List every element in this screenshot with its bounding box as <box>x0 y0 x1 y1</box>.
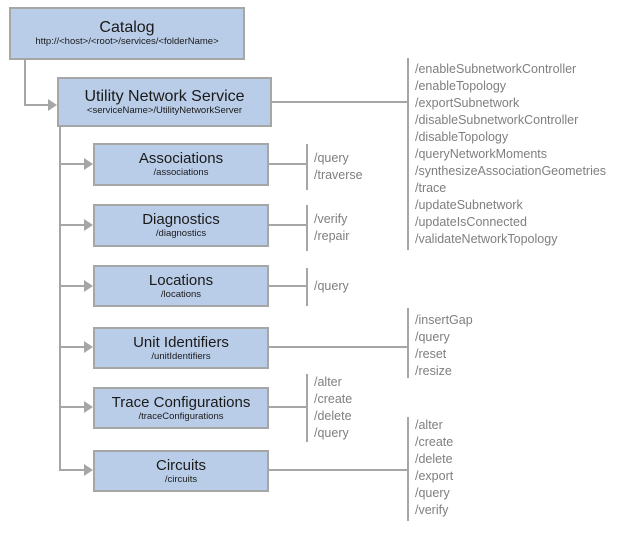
operation-item: /query <box>314 426 349 440</box>
locations-node: Locations /locations <box>93 265 269 307</box>
operation-item: /export <box>415 469 454 483</box>
bracket-locations-ops <box>306 268 308 306</box>
branch-circuits <box>59 469 85 471</box>
associations-path: /associations <box>153 167 209 178</box>
operation-item: /repair <box>314 229 350 243</box>
operation-item: /exportSubnetwork <box>415 96 520 110</box>
circuits-title: Circuits <box>155 456 206 474</box>
trace-configurations-node: Trace Configurations /traceConfiguration… <box>93 387 269 429</box>
arrowhead-locations-icon <box>84 280 93 292</box>
trace-configurations-path: /traceConfigurations <box>138 410 224 422</box>
service-node: Utility Network Service <serviceName>/Ut… <box>57 77 272 127</box>
operation-item: /query <box>314 279 349 293</box>
catalog-title: Catalog <box>99 19 155 36</box>
branch-diagnostics <box>59 224 85 226</box>
operation-item: /create <box>314 392 353 406</box>
unit-identifiers-path: /unitIdentifiers <box>151 350 211 362</box>
operation-item: /enableTopology <box>415 79 507 93</box>
locations-title: Locations <box>148 271 214 289</box>
unit-identifiers-operations-list: /insertGap /query /reset /resize <box>415 312 473 380</box>
bracket-associations-ops <box>306 144 308 190</box>
operation-item: /insertGap <box>415 313 473 327</box>
trace-configurations-title: Trace Configurations <box>111 393 251 411</box>
circuits-path: /circuits <box>164 473 198 485</box>
operation-item: /trace <box>415 181 447 195</box>
diagnostics-node: Diagnostics /diagnostics <box>93 204 269 247</box>
arrowhead-circuits-icon <box>84 464 93 476</box>
operation-item: /delete <box>314 409 352 423</box>
arrowhead-trace-configurations-icon <box>84 401 93 413</box>
associations-operations-list: /query /traverse <box>314 150 363 184</box>
service-operations-list: /enableSubnetworkController /enableTopol… <box>415 61 606 248</box>
operation-item: /traverse <box>314 168 363 182</box>
operation-item: /queryNetworkMoments <box>415 147 547 161</box>
associations-title: Associations <box>138 150 224 167</box>
trace-configurations-operations-list: /alter /create /delete /query <box>314 374 352 442</box>
diagnostics-operations-list: /verify /repair <box>314 211 349 245</box>
operation-item: /validateNetworkTopology <box>415 232 558 246</box>
connector-catalog-horizontal <box>24 104 49 106</box>
connector-trace-configurations-ops <box>269 406 307 408</box>
bracket-unit-identifiers-ops <box>407 308 409 378</box>
associations-node: Associations /associations <box>93 143 269 186</box>
operation-item: /verify <box>415 503 449 517</box>
operation-item: /updateIsConnected <box>415 215 527 229</box>
operation-item: /updateSubnetwork <box>415 198 523 212</box>
bracket-circuits-ops <box>407 417 409 521</box>
branch-trace-configurations <box>59 406 85 408</box>
unit-identifiers-title: Unit Identifiers <box>133 333 229 351</box>
bracket-service-ops <box>407 58 409 250</box>
operation-item: /disableSubnetworkController <box>415 113 579 127</box>
service-title: Utility Network Service <box>84 87 245 105</box>
operation-item: /enableSubnetworkController <box>415 62 577 76</box>
operation-item: /delete <box>415 452 453 466</box>
circuits-operations-list: /alter /create /delete /export /query /v… <box>415 417 453 519</box>
operation-item: /synthesizeAssociationGeometries <box>415 164 607 178</box>
connector-service-ops <box>272 101 408 103</box>
unit-identifiers-node: Unit Identifiers /unitIdentifiers <box>93 327 269 369</box>
connector-associations-ops <box>269 163 307 165</box>
branch-unit-identifiers <box>59 346 85 348</box>
branch-locations <box>59 285 85 287</box>
arrowhead-diagnostics-icon <box>84 219 93 231</box>
operation-item: /resize <box>415 364 452 378</box>
bracket-trace-configurations-ops <box>306 374 308 442</box>
service-path: <serviceName>/UtilityNetworkServer <box>86 104 243 116</box>
connector-diagnostics-ops <box>269 224 307 226</box>
bracket-diagnostics-ops <box>306 205 308 251</box>
diagnostics-path: /diagnostics <box>155 228 207 239</box>
connector-unit-identifiers-ops <box>269 346 408 348</box>
operation-item: /query <box>314 151 349 165</box>
locations-path: /locations <box>160 288 202 300</box>
operation-item: /alter <box>415 418 443 432</box>
connector-locations-ops <box>269 285 307 287</box>
locations-operations-list: /query <box>314 278 349 295</box>
operation-item: /verify <box>314 212 348 226</box>
circuits-node: Circuits /circuits <box>93 450 269 492</box>
arrowhead-to-service-icon <box>48 99 57 111</box>
arrowhead-associations-icon <box>84 158 93 170</box>
operation-item: /query <box>415 330 450 344</box>
connector-catalog-vertical <box>24 60 26 106</box>
branch-associations <box>59 163 85 165</box>
arrowhead-unit-identifiers-icon <box>84 341 93 353</box>
operation-item: /reset <box>415 347 447 361</box>
catalog-url: http://<host>/<root>/services/<folderNam… <box>35 36 219 47</box>
catalog-node: Catalog http://<host>/<root>/services/<f… <box>9 7 245 60</box>
trunk-service-children <box>59 127 61 471</box>
operation-item: /create <box>415 435 454 449</box>
operation-item: /alter <box>314 375 342 389</box>
connector-circuits-ops <box>269 469 408 471</box>
operation-item: /query <box>415 486 450 500</box>
diagnostics-title: Diagnostics <box>142 211 220 228</box>
operation-item: /disableTopology <box>415 130 509 144</box>
